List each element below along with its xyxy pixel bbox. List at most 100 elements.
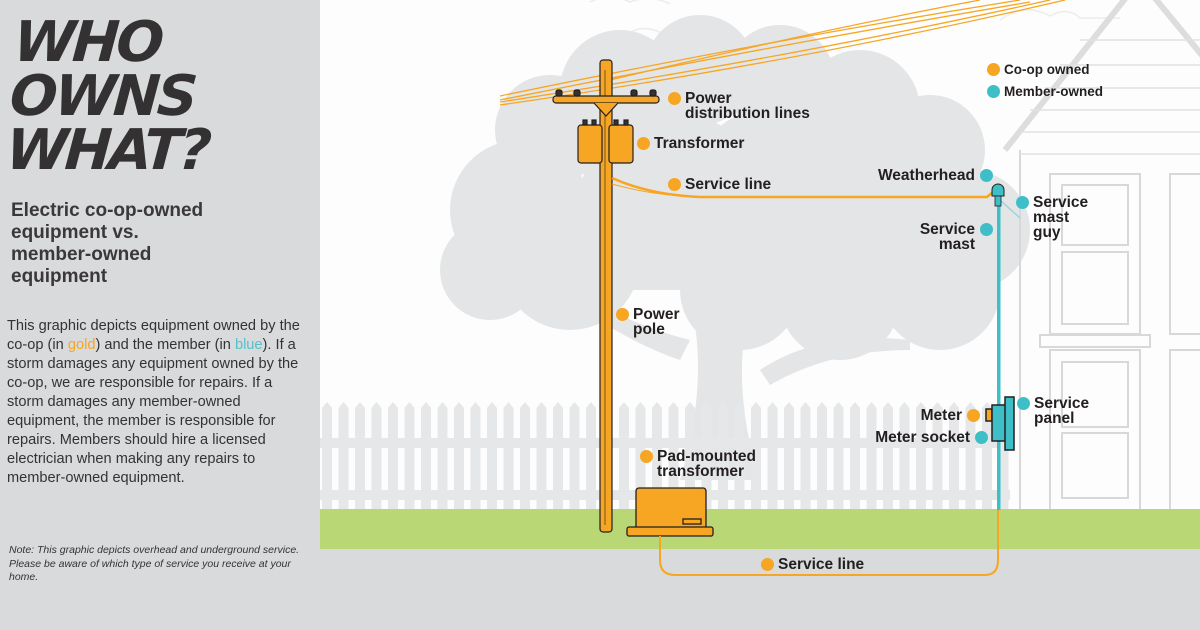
- label-text: Service: [1034, 395, 1090, 412]
- label-text: guy: [1033, 224, 1061, 241]
- fence-picket: [734, 402, 745, 509]
- label-text: Meter: [920, 407, 962, 424]
- title-line: OWNS: [7, 64, 197, 129]
- fence-picket: [784, 402, 794, 509]
- label-text: Power: [685, 90, 732, 107]
- service-mast: [991, 183, 1021, 510]
- fence-picket: [652, 402, 662, 509]
- note: Note: This graphic depicts overhead and …: [9, 544, 300, 583]
- label-meter-socket: Meter socket: [875, 430, 988, 445]
- fence-picket: [883, 402, 893, 509]
- legend-label: Member-owned: [1004, 84, 1104, 99]
- scene-svg: [320, 0, 1200, 630]
- member-dot-icon: [1017, 397, 1030, 410]
- fence-picket: [965, 402, 976, 509]
- fence-picket: [569, 402, 580, 509]
- ground: [320, 549, 1200, 630]
- label-text: Service line: [685, 176, 772, 193]
- subtitle-line: equipment: [11, 266, 108, 287]
- fence-picket: [454, 402, 464, 509]
- fence-picket: [668, 402, 679, 509]
- power-pole: [552, 59, 660, 533]
- gold-highlight: gold: [67, 337, 96, 353]
- fence-picket: [817, 402, 827, 509]
- fence-picket: [470, 402, 481, 509]
- fence-picket: [503, 402, 514, 509]
- label-weatherhead: Weatherhead: [878, 168, 993, 183]
- subtitle-line: Electric co-op-owned: [11, 200, 204, 221]
- label-text: mast: [1033, 209, 1070, 226]
- grass: [320, 509, 1200, 549]
- subtitle-line: equipment vs.: [11, 222, 139, 243]
- label-text: Meter socket: [875, 429, 970, 446]
- fence-picket: [355, 402, 365, 509]
- meter-assembly: [985, 396, 1015, 451]
- label-text: pole: [633, 321, 665, 338]
- label-text: distribution lines: [685, 105, 810, 122]
- title-line: WHO: [11, 10, 164, 75]
- fence-picket: [916, 402, 926, 509]
- fence-picket: [850, 402, 860, 509]
- fence-picket: [520, 402, 530, 509]
- fence-picket: [767, 402, 778, 509]
- member-dot-icon: [987, 85, 1000, 98]
- label-text: Service: [919, 221, 975, 238]
- coop-dot-icon: [640, 450, 653, 463]
- title-line: WHAT?: [3, 118, 211, 183]
- fence-picket: [553, 402, 563, 509]
- fence-picket: [388, 402, 398, 509]
- member-dot-icon: [980, 223, 993, 236]
- blue-highlight: blue: [234, 337, 263, 353]
- coop-dot-icon: [967, 409, 980, 422]
- member-dot-icon: [980, 169, 993, 182]
- label-text: Service: [1033, 194, 1089, 211]
- label-transformer: Transformer: [637, 136, 744, 151]
- fence-picket: [421, 402, 431, 509]
- fence-picket: [586, 402, 596, 509]
- coop-dot-icon: [987, 63, 1000, 76]
- house-illustration: [1002, 0, 1200, 511]
- fence-picket: [338, 402, 349, 509]
- fence-picket: [949, 402, 959, 509]
- distribution-lines: [499, 0, 1066, 106]
- fence-picket: [932, 402, 943, 509]
- coop-dot-icon: [761, 558, 774, 571]
- legend-coop: Co-op owned: [987, 62, 1089, 77]
- fence-picket: [751, 402, 761, 509]
- subtitle-line: member-owned: [11, 244, 152, 265]
- fence-picket: [800, 402, 811, 509]
- subtitle: Electric co-op-owned equipment vs. membe…: [11, 200, 311, 288]
- fence-picket: [371, 402, 382, 509]
- fence-picket: [487, 402, 497, 509]
- label-service-line-overhead: Service line: [668, 177, 771, 192]
- coop-dot-icon: [668, 92, 681, 105]
- label-text: panel: [1034, 410, 1075, 427]
- body-text-segment: This graphic depicts equipment owned by …: [7, 318, 300, 353]
- fence-picket: [404, 402, 415, 509]
- label-text: Pad-mounted: [657, 448, 757, 465]
- label-text: mast: [938, 236, 975, 253]
- fence-picket: [982, 402, 992, 509]
- member-dot-icon: [975, 431, 988, 444]
- label-text: Service line: [778, 556, 865, 573]
- page-title: WHO OWNS WHAT?: [3, 10, 218, 183]
- pad-mounted-transformer: [626, 487, 714, 537]
- label-meter: Meter: [921, 408, 980, 423]
- label-text: Power: [633, 306, 680, 323]
- fence-picket: [536, 402, 547, 509]
- fence-picket: [685, 402, 695, 509]
- sidebar: WHO OWNS WHAT? Electric co-op-owned equi…: [0, 0, 320, 630]
- legend-member: Member-owned: [987, 84, 1103, 99]
- coop-dot-icon: [637, 137, 650, 150]
- underground-service-line: [659, 510, 999, 576]
- fence-picket: [866, 402, 877, 509]
- coop-dot-icon: [668, 178, 681, 191]
- fence-picket: [833, 402, 844, 509]
